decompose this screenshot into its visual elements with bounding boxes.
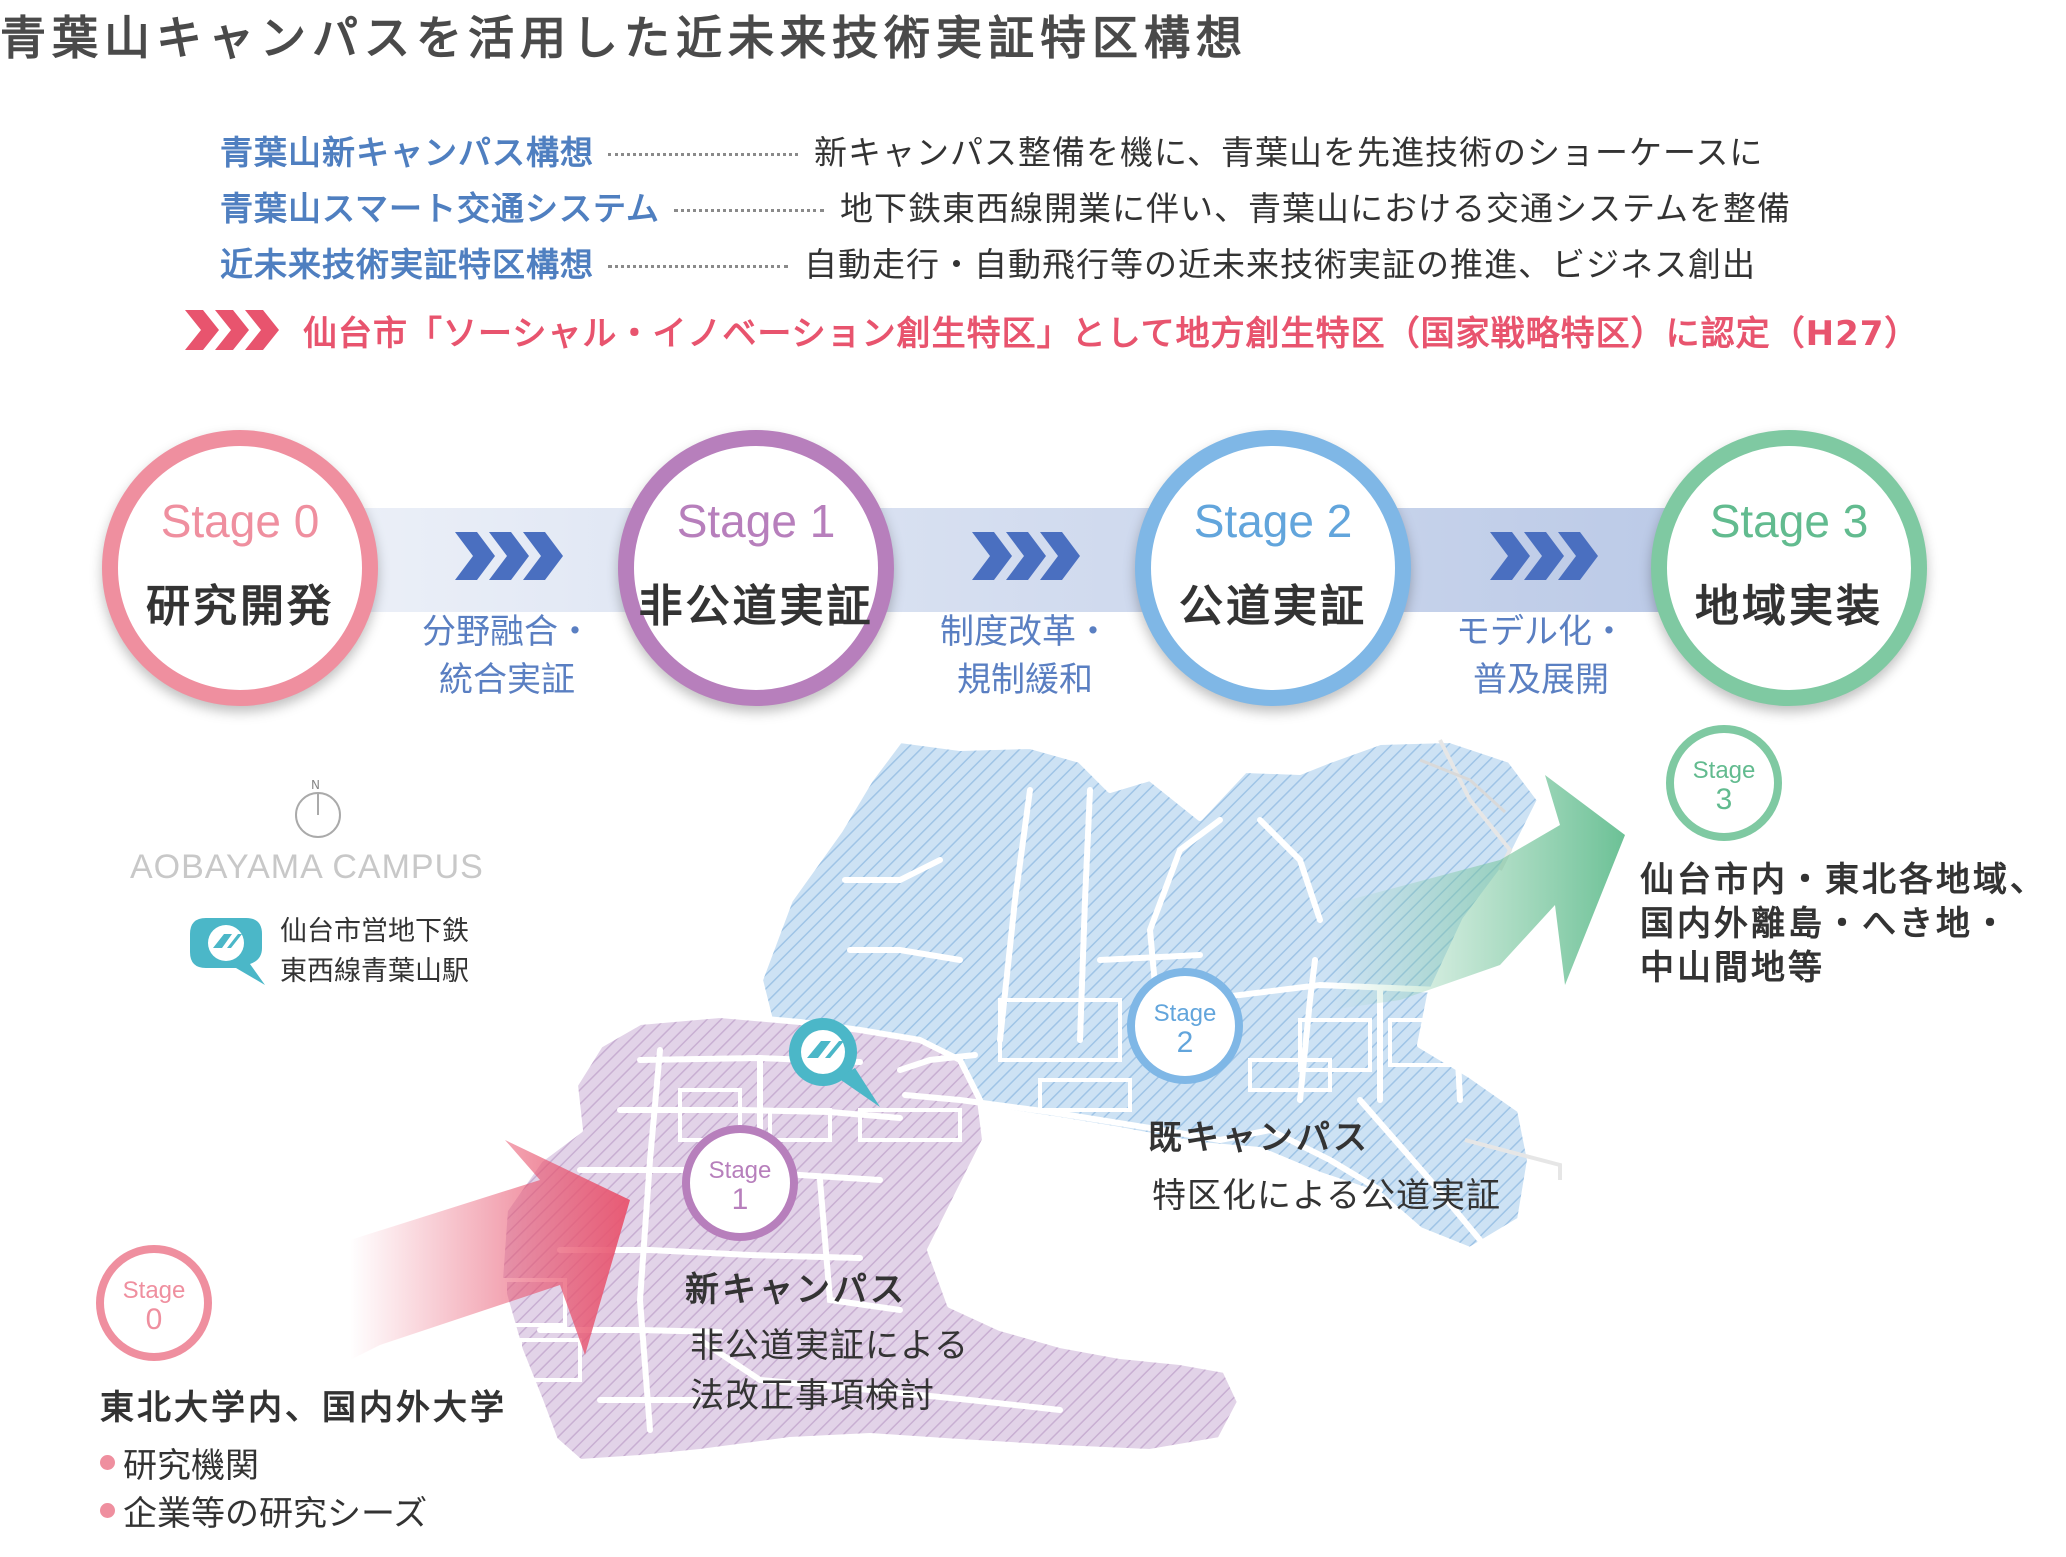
- stage1-title: 新キャンパス: [685, 1270, 907, 1310]
- designation-text: 仙台市「ソーシャル・イノベーション創生特区」として地方創生特区（国家戦略特区）に…: [303, 313, 1920, 354]
- badge-word: Stage: [122, 1277, 186, 1304]
- stage-name: 公道実証: [1179, 581, 1367, 632]
- stage-label: Stage 0: [160, 495, 320, 547]
- badge-num: 1: [731, 1183, 749, 1216]
- leader-dots: [608, 264, 788, 268]
- chevron-arrow-icon: [1490, 532, 1598, 580]
- concept-row-smart-transport: 青葉山スマート交通システム 地下鉄東西線開業に伴い、青葉山における交通システムを…: [220, 182, 1900, 230]
- stage0-item: 企業等の研究シーズ: [100, 1486, 427, 1535]
- stage-label: Stage 1: [676, 495, 836, 547]
- stage0-item: 研究機関: [100, 1438, 259, 1487]
- stage-badge-0: Stage 0: [96, 1245, 212, 1361]
- chevron-arrow-icon: [972, 532, 1080, 580]
- stage-circle-1: Stage 1 非公道実証: [618, 430, 894, 706]
- station-legend: 仙台市営地下鉄 東西線青葉山駅: [280, 912, 469, 992]
- stage-label: Stage 3: [1709, 495, 1869, 547]
- concept-desc: 新キャンパス整備を機に、青葉山を先進技術のショーケースに: [814, 133, 1764, 172]
- stage2-line: 特区化による公道実証: [1152, 1176, 1501, 1216]
- stage3-arrow: [1330, 775, 1625, 1010]
- stage0-item-text: 企業等の研究シーズ: [123, 1494, 428, 1534]
- station-line: 東西線青葉山駅: [280, 956, 469, 987]
- chevron-arrow-icon: [455, 532, 563, 580]
- badge-word: Stage: [1153, 1000, 1217, 1027]
- compass-label: N: [311, 778, 320, 792]
- transition-line: 規制緩和: [957, 660, 1093, 700]
- stage-badge-1: Stage 1: [682, 1125, 798, 1241]
- page-title: 青葉山キャンパスを活用した近未来技術実証特区構想: [0, 11, 1248, 65]
- stage1-line: 法改正事項検討: [690, 1376, 935, 1416]
- stage-badge-2: Stage 2: [1127, 968, 1243, 1084]
- transition-line: 分野融合・: [422, 612, 592, 652]
- transition-line: 普及展開: [1473, 660, 1609, 700]
- designation-line: 仙台市「ソーシャル・イノベーション創生特区」として地方創生特区（国家戦略特区）に…: [185, 305, 1919, 355]
- concept-name: 近未来技術実証特区構想: [220, 245, 594, 284]
- subway-station-icon: [789, 1018, 880, 1107]
- subway-station-icon: [190, 918, 265, 985]
- stage-name: 地域実装: [1695, 581, 1883, 632]
- outer-road: [1464, 1138, 1562, 1180]
- campus-buildings: [998, 998, 1452, 1112]
- badge-num: 0: [145, 1303, 163, 1336]
- stage0-item-text: 研究機関: [123, 1446, 259, 1486]
- station-line: 仙台市営地下鉄: [280, 916, 469, 947]
- stage3-line: 仙台市内・東北各地域、: [1640, 860, 2047, 900]
- concept-row-new-campus: 青葉山新キャンパス構想 新キャンパス整備を機に、青葉山を先進技術のショーケースに: [220, 126, 1900, 174]
- transition-label-1-2: 制度改革・ 規制緩和: [900, 608, 1150, 704]
- badge-num: 2: [1176, 1026, 1194, 1059]
- transition-label-2-3: モデル化・ 普及展開: [1416, 608, 1666, 704]
- stage1-line: 非公道実証による: [690, 1326, 969, 1366]
- stage3-line: 国内外離島・へき地・: [1640, 904, 2010, 944]
- compass-icon: [295, 792, 341, 838]
- leader-dots: [608, 152, 798, 156]
- transition-line: 制度改革・: [940, 612, 1110, 652]
- new-campus-region: [497, 1012, 1243, 1465]
- triple-chevron-icon: [185, 310, 279, 350]
- stage2-title: 既キャンパス: [1148, 1118, 1370, 1158]
- stage-label: Stage 2: [1193, 495, 1353, 547]
- stage-name: 研究開発: [146, 581, 334, 632]
- concept-desc: 地下鉄東西線開業に伴い、青葉山における交通システムを整備: [840, 189, 1792, 228]
- stage0-title: 東北大学内、国内外大学: [100, 1388, 507, 1428]
- concept-row-tech-zone: 近未来技術実証特区構想 自動走行・自動飛行等の近未来技術実証の推進、ビジネス創出: [220, 238, 1900, 286]
- badge-word: Stage: [1692, 757, 1756, 784]
- concept-desc: 自動走行・自動飛行等の近未来技術実証の推進、ビジネス創出: [804, 245, 1756, 284]
- campus-label: AOBAYAMA CAMPUS: [130, 848, 484, 886]
- stage-badge-3: Stage 3: [1666, 725, 1782, 841]
- stage0-arrow: [350, 1140, 630, 1360]
- stage3-caption: 仙台市内・東北各地域、 国内外離島・へき地・ 中山間地等: [1640, 858, 2047, 990]
- bullet-dot: [100, 1503, 115, 1518]
- transition-label-0-1: 分野融合・ 統合実証: [382, 608, 632, 704]
- stage-name: 非公道実証: [638, 581, 874, 632]
- concept-name: 青葉山新キャンパス構想: [220, 133, 594, 172]
- concept-name: 青葉山スマート交通システム: [220, 189, 661, 228]
- badge-num: 3: [1715, 783, 1733, 816]
- badge-word: Stage: [708, 1157, 772, 1184]
- bullet-dot: [100, 1455, 115, 1470]
- leader-dots: [674, 208, 825, 212]
- transition-line: 統合実証: [439, 660, 575, 700]
- stage3-line: 中山間地等: [1640, 948, 1825, 988]
- outer-road: [1419, 758, 1507, 814]
- transition-line: モデル化・: [1456, 612, 1626, 652]
